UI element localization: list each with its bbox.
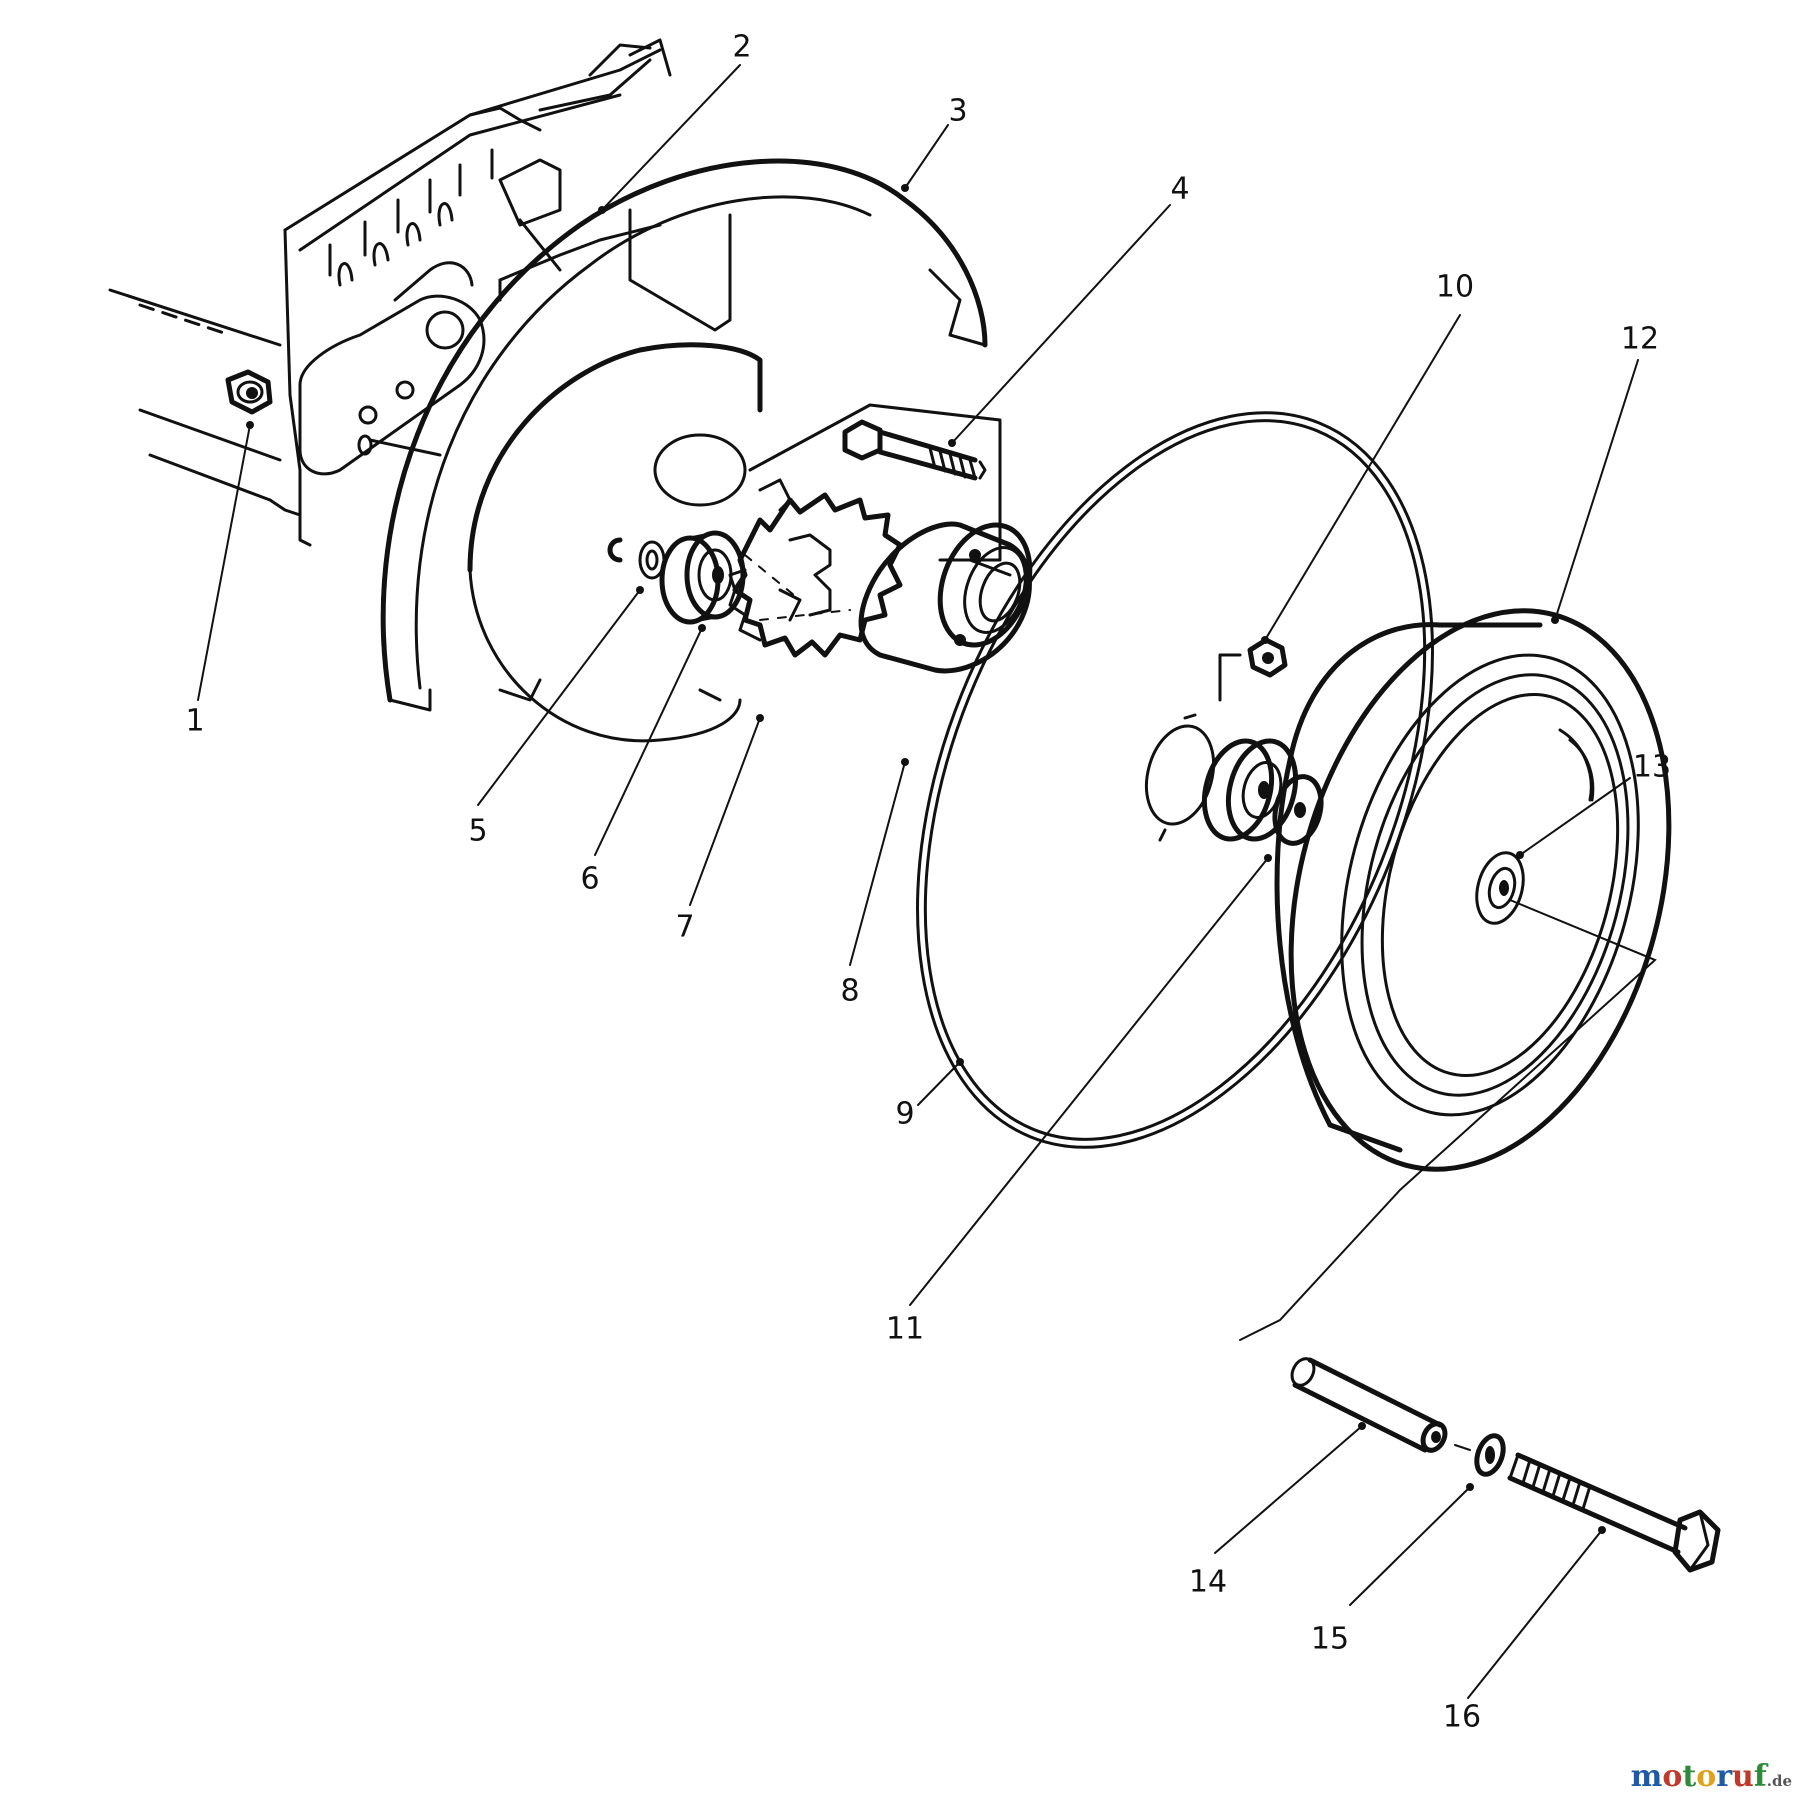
callout-13: 13: [1633, 750, 1671, 785]
callout-14: 14: [1189, 1565, 1227, 1600]
part-1-nut: [225, 369, 273, 415]
watermark-letter: o: [1662, 1759, 1683, 1794]
callout-1: 1: [185, 704, 204, 739]
callout-6: 6: [580, 862, 599, 897]
callout-10: 10: [1436, 270, 1474, 305]
callout-15: 15: [1311, 1622, 1349, 1657]
watermark-letter: f: [1753, 1759, 1767, 1794]
callout-labels: 1 2 3 4 5 6 7 8 9 10 11 12 13 14 15 16: [185, 30, 1671, 1735]
part-13-hub: [1475, 851, 1525, 925]
callout-9: 9: [895, 1097, 914, 1132]
part-5-clip: [607, 537, 666, 580]
watermark-letter: o: [1696, 1759, 1717, 1794]
deck-housing: [108, 38, 672, 547]
leader-lines: [197, 64, 1639, 1699]
watermark-letter: r: [1716, 1759, 1733, 1794]
part-4-bolt: [842, 419, 987, 481]
part-3-wheel-shield: [380, 158, 1002, 743]
axle-guide-line: [1239, 899, 1657, 1341]
callout-12: 12: [1621, 322, 1659, 357]
part-11-bearing: [1144, 713, 1324, 846]
callout-7: 7: [675, 910, 694, 945]
callout-3: 3: [948, 94, 967, 129]
callout-2: 2: [732, 30, 751, 65]
callout-5: 5: [468, 814, 487, 849]
callout-4: 4: [1170, 172, 1189, 207]
part-12-wheel: [1274, 608, 1672, 1172]
watermark-letter: u: [1732, 1759, 1754, 1794]
callout-16: 16: [1443, 1700, 1481, 1735]
part-9-plate: [916, 411, 1434, 1149]
part-7-gear: [728, 492, 903, 658]
part-10-nut: [1218, 637, 1288, 702]
part-15-washer: [1474, 1433, 1506, 1477]
callout-11: 11: [886, 1312, 924, 1347]
watermark-suffix: .de: [1766, 1772, 1792, 1790]
watermark-letter: m: [1630, 1759, 1663, 1794]
part-8-hub: [858, 521, 1033, 674]
watermark-logo: motoruf.de: [1631, 1759, 1792, 1794]
watermark-letter: t: [1682, 1759, 1697, 1794]
part-14-spacer: [1290, 1357, 1471, 1453]
callout-8: 8: [840, 974, 859, 1009]
part-16-bolt: [1507, 1452, 1721, 1573]
